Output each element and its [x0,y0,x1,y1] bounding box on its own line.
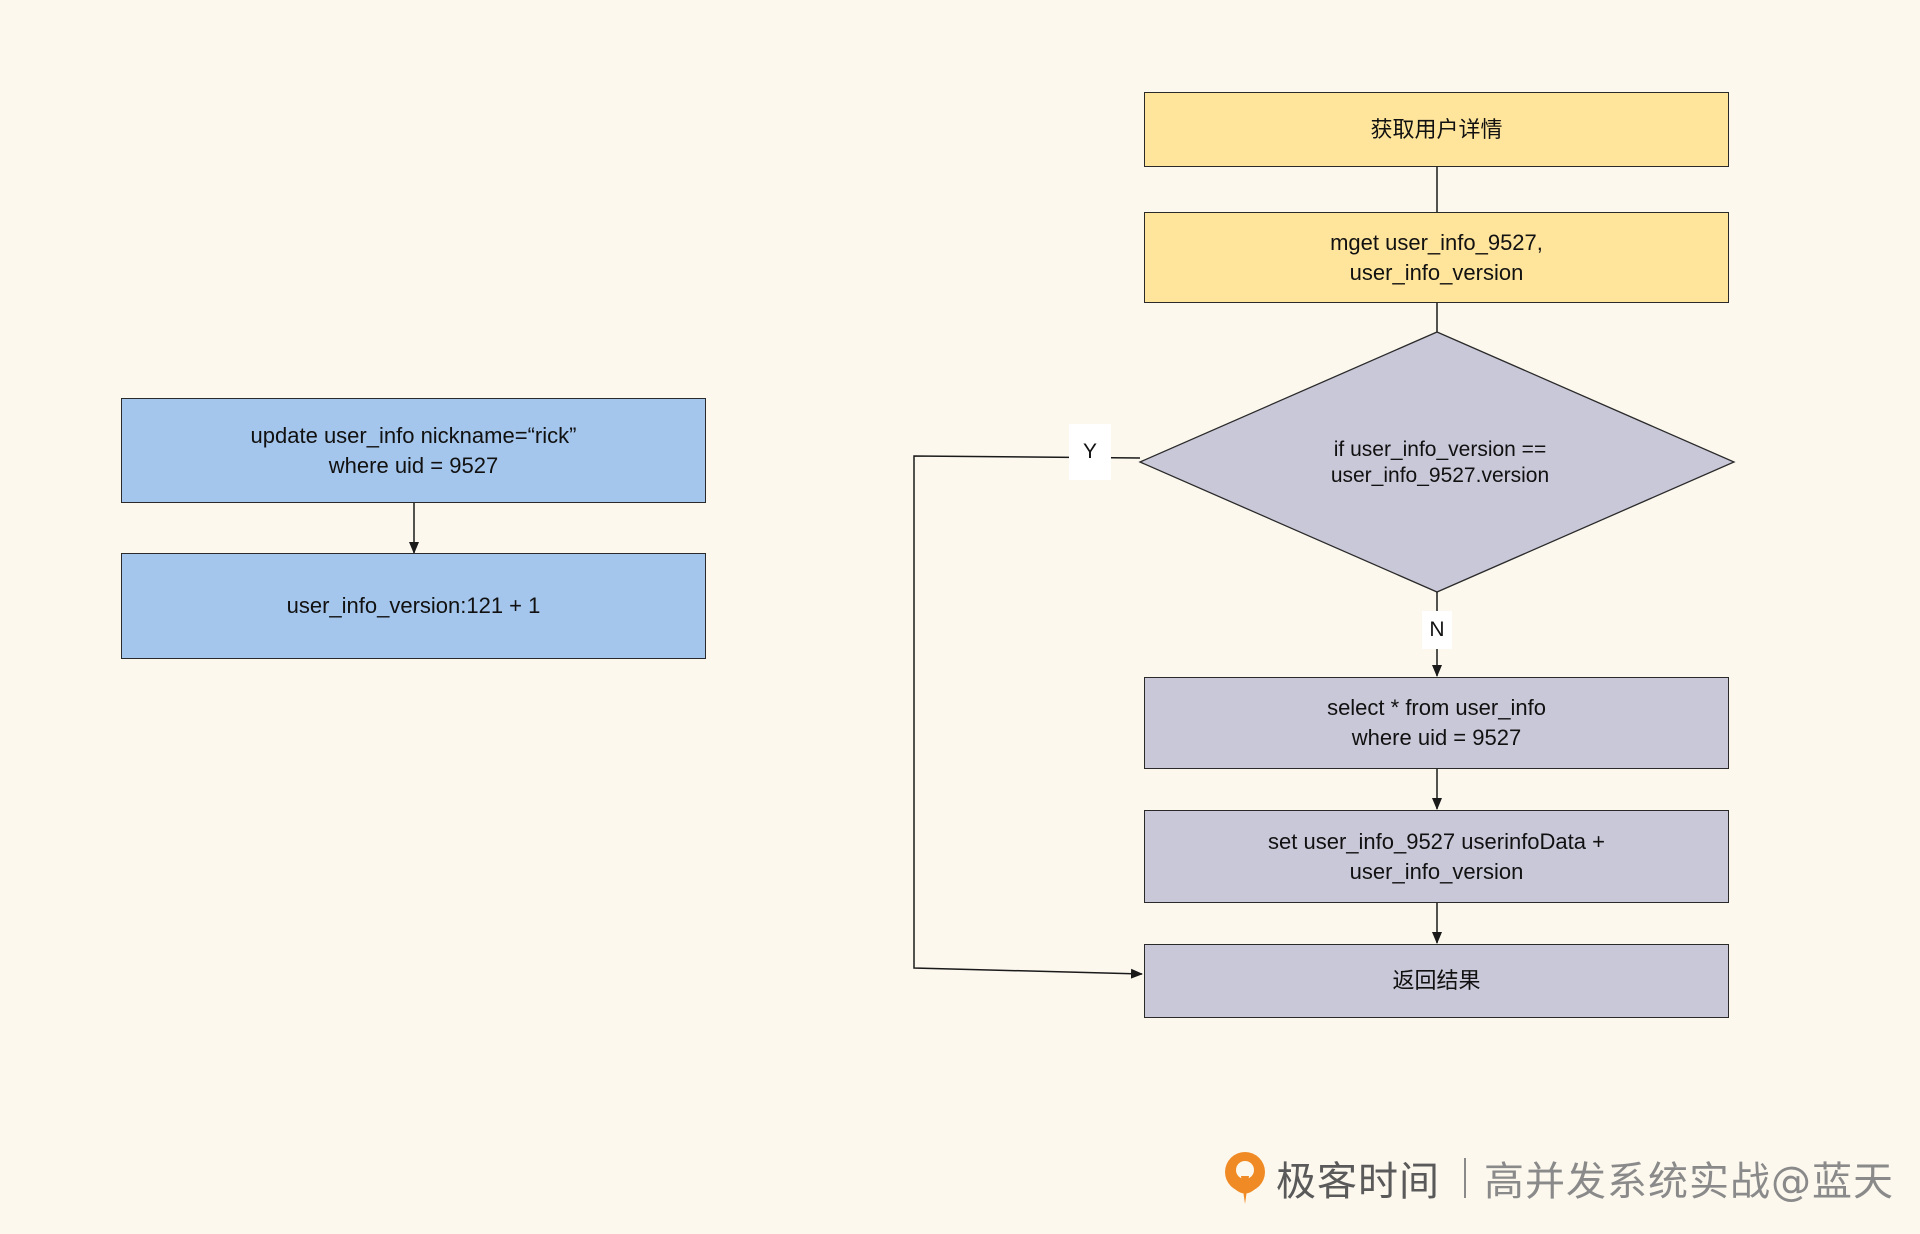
update-user-info-box: update user_info nickname=“rick” where u… [121,398,706,503]
watermark-course: 高并发系统实战@蓝天 [1484,1159,1894,1205]
watermark-separator [1464,1158,1466,1198]
watermark: 极客时间 高并发系统实战@蓝天 [1222,1148,1894,1208]
set-cache-box: set user_info_9527 userinfoData + user_i… [1144,810,1729,903]
get-user-detail-box: 获取用户详情 [1144,92,1729,167]
yes-branch-label: Y [1069,424,1111,480]
version-increment-box: user_info_version:121 + 1 [121,553,706,659]
condition-text: if user_info_version == user_info_9527.v… [1330,438,1550,487]
geekbang-logo-icon [1225,1152,1265,1204]
arrow-yes-to-return [913,455,1143,979]
no-branch-label: N [1422,611,1452,649]
mget-box: mget user_info_9527, user_info_version [1144,212,1729,303]
return-result-box: 返回结果 [1144,944,1729,1018]
select-query-box: select * from user_info where uid = 9527 [1144,677,1729,769]
watermark-brand: 极客时间 [1276,1159,1440,1205]
